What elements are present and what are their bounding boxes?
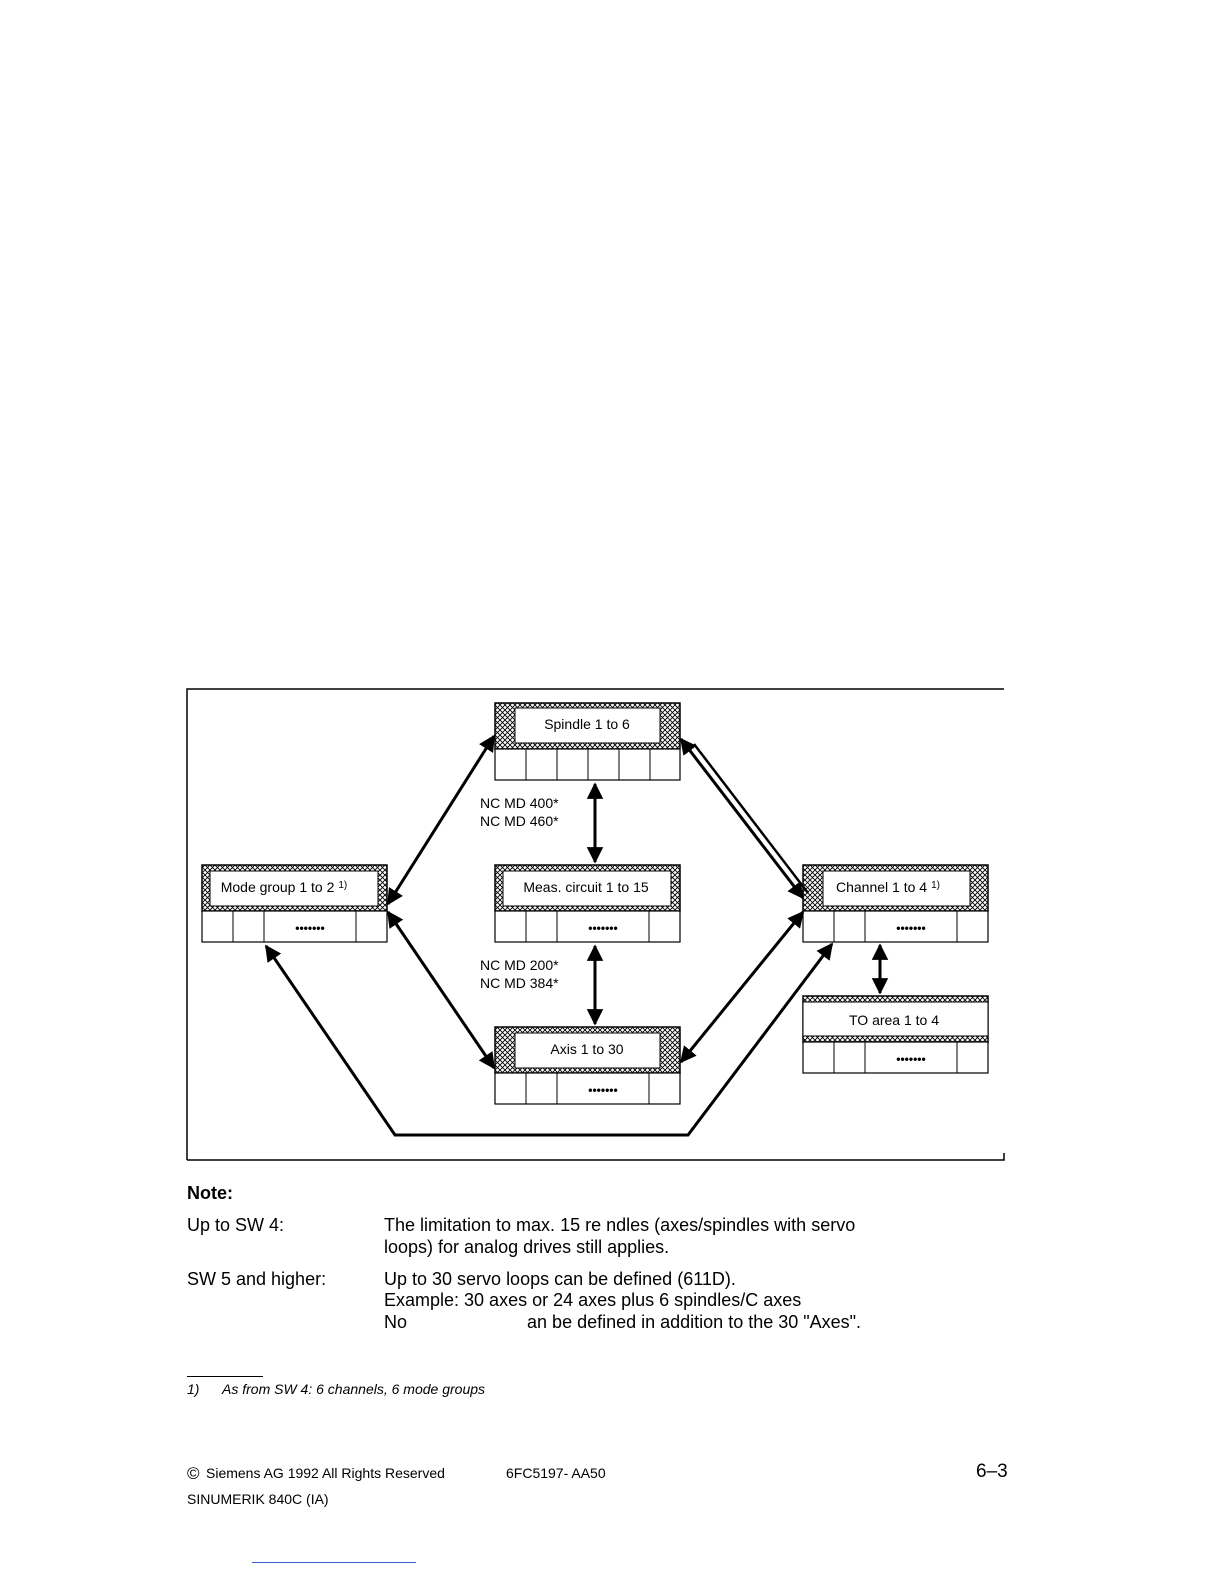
note-title: Note: [187,1183,233,1203]
meas-circuit-dots: ••••••• [588,921,617,935]
md-label-1a: NC MD 400* [480,795,559,811]
page-number: 6–3 [976,1461,1008,1482]
arrow-mode-axis [386,910,496,1070]
axis-dots: ••••••• [588,1083,617,1097]
footnote-rule [187,1376,263,1377]
md-label-1b: NC MD 460* [480,813,559,829]
link-underline[interactable] [252,1562,416,1563]
meas-circuit-block: Meas. circuit 1 to 15 ••••••• [494,864,681,943]
to-area-dots: ••••••• [896,1052,925,1066]
mode-group-dots: ••••••• [295,921,324,935]
axis-label: Axis 1 to 30 [550,1041,623,1057]
channel-dots: ••••••• [896,921,925,935]
arrow-mode-channel [264,942,834,1137]
footnote-number: 1) [187,1381,200,1397]
note-text-sw4-line1: The limitation to max. 15 re ndles (axes… [384,1215,856,1235]
spindle-label: Spindle 1 to 6 [544,716,630,732]
diagram-frame [186,688,1005,1161]
note-text-sw5-line1: Up to 30 servo loops can be defined (611… [384,1269,736,1289]
axis-block: Axis 1 to 30 ••••••• [494,1026,681,1105]
arrow-spindle-channel-a [679,737,805,900]
note-label-sw5: SW 5 and higher: [187,1269,327,1289]
footnote-text: As from SW 4: 6 channels, 6 mode groups [222,1381,486,1397]
md-label-2b: NC MD 384* [480,975,559,991]
order-number: 6FC5197- AA50 [506,1465,606,1481]
arrow-spindle-channel-b [693,743,809,894]
note-text-sw4-line2: loops) for analog drives still applies. [384,1237,670,1257]
copyright-text: Siemens AG 1992 All Rights Reserved [206,1465,445,1481]
note-label-sw4: Up to SW 4: [187,1215,285,1235]
meas-circuit-label: Meas. circuit 1 to 15 [523,879,648,895]
arrow-mode-spindle [386,734,496,906]
product-name: SINUMERIK 840C (IA) [187,1491,329,1507]
to-area-block: TO area 1 to 4 ••••••• [802,995,989,1074]
spindle-block: Spindle 1 to 6 [494,702,681,781]
arrow-axis-channel [679,910,805,1064]
to-area-label: TO area 1 to 4 [849,1012,939,1028]
copyright-symbol: © [187,1464,200,1483]
note-text-sw5-line2: Example: 30 axes or 24 axes plus 6 spind… [384,1290,802,1310]
note-text-sw5-line3: No an be defined in addition to the 30 "… [384,1312,862,1332]
md-label-2a: NC MD 200* [480,957,559,973]
